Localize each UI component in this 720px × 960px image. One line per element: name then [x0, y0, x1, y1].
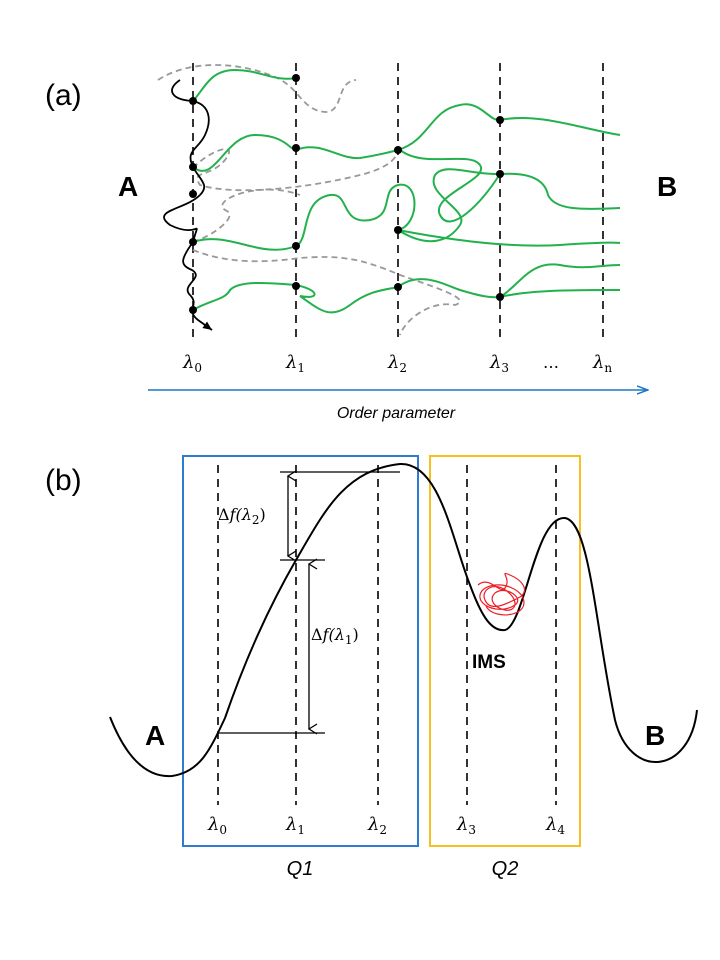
crossing-point: [496, 293, 504, 301]
crossing-point: [292, 242, 300, 250]
ellipsis-label: …: [543, 353, 559, 372]
panel-b-label: (b): [45, 464, 82, 497]
crossing-point: [394, 283, 402, 291]
accepted-path: [192, 103, 621, 172]
rejected-path: [157, 64, 357, 113]
panel-a-interfaces: [192, 63, 604, 338]
panel-b-interface-labels: λ0 λ1 λ2 λ3 λ4: [207, 814, 565, 837]
q2-box: [429, 455, 581, 847]
lambda-label: λ3: [489, 352, 509, 375]
lambda-label: λ2: [367, 814, 387, 837]
crossing-point: [292, 74, 300, 82]
rejected-path: [192, 188, 301, 243]
crossing-point: [189, 163, 197, 171]
crossing-point: [394, 226, 402, 234]
panel-b-state-b-label: B: [645, 720, 665, 751]
delta-f-lambda-2-label: Δf(λ2): [218, 505, 266, 527]
lambda-label: λ1: [285, 814, 305, 837]
lambda-label: λ1: [285, 352, 305, 375]
crossing-point: [496, 116, 504, 124]
crossing-point: [394, 146, 402, 154]
accepted-paths: [192, 68, 621, 314]
lambda-label: λ3: [456, 814, 476, 837]
accepted-path: [397, 168, 621, 243]
crossing-point: [189, 190, 197, 198]
delta-f-lambda-1-label: Δf(λ1): [311, 625, 359, 647]
q2-label: Q2: [492, 858, 519, 880]
q1-label: Q1: [287, 858, 314, 880]
accepted-path: [499, 289, 621, 298]
lambda-label: λn: [592, 352, 612, 375]
panel-b-state-a-label: A: [145, 720, 165, 751]
panel-a-label: (a): [45, 79, 82, 112]
q1-box: [182, 455, 419, 847]
ims-trajectory: [477, 572, 525, 616]
ims-label: IMS: [472, 652, 506, 673]
crossing-point: [292, 144, 300, 152]
accepted-path: [397, 229, 621, 247]
crossing-point: [292, 282, 300, 290]
panel-b: (b) Δf(λ2) Δf(λ1) IMS A B: [45, 455, 698, 880]
crossing-point: [189, 238, 197, 246]
panel-a-state-a-label: A: [118, 171, 138, 202]
rejected-path: [192, 249, 461, 336]
free-energy-curve: [109, 462, 698, 778]
initial-path: [163, 79, 213, 331]
lambda-label: λ0: [182, 352, 202, 375]
panel-a-interface-labels: λ0 λ1 λ2 λ3 … λn: [182, 352, 612, 375]
accepted-path: [192, 68, 297, 102]
panel-a-state-b-label: B: [657, 171, 677, 202]
panel-a: (a) A B: [45, 63, 677, 422]
accepted-path: [192, 263, 621, 314]
accepted-path: [397, 147, 501, 223]
panel-b-interfaces: [217, 465, 557, 805]
lambda-label: λ4: [545, 814, 565, 837]
crossing-point: [496, 170, 504, 178]
lambda-label: λ2: [387, 352, 407, 375]
crossing-points: [189, 74, 504, 314]
order-parameter-label: Order parameter: [337, 405, 456, 422]
crossing-point: [189, 97, 197, 105]
accepted-path: [192, 183, 416, 251]
crossing-point: [189, 306, 197, 314]
lambda-label: λ0: [207, 814, 227, 837]
